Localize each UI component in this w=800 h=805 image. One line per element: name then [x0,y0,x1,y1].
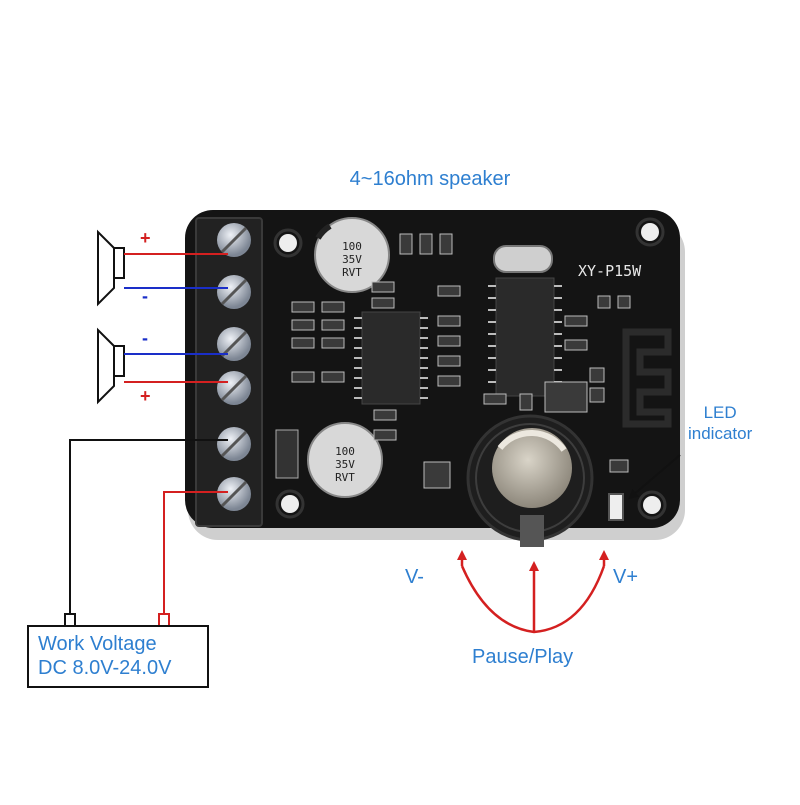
speaker2-minus-sign: - [142,328,148,348]
speaker1-minus-sign: - [142,286,148,306]
cap-top-text-2: 35V [342,253,362,266]
led [608,493,624,521]
smd-components [291,233,631,489]
rotary-knob-icon [466,414,594,547]
power-wire-negative [69,439,228,614]
speaker2-plus-sign: + [140,386,151,406]
speaker-icon [97,327,125,405]
work-voltage-box: Work Voltage DC 8.0V-24.0V [27,625,209,688]
pause-play-label: Pause/Play [472,646,574,668]
amplifier-chip [354,311,428,405]
led-label-line1: LED [703,403,737,422]
knob-control-arrows [457,550,609,634]
crystal-oscillator [493,245,553,273]
volume-up-label: V+ [613,566,639,588]
capacitor-bottom [307,422,383,498]
voltage-line2: DC 8.0V-24.0V [38,657,172,679]
mounting-holes [273,217,667,520]
bluetooth-chip [488,277,562,397]
cap-bottom-text-3: RVT [335,471,355,484]
speaker-spec-label: 4~16ohm speaker [349,168,511,190]
cap-bottom-text-1: 100 [335,445,355,458]
cap-top-text-1: 100 [342,240,362,253]
speaker1-plus-sign: + [140,228,151,248]
led-indicator-arrow [628,454,681,500]
led-indicator-label: LED indicator [688,402,752,444]
power-wire-positive [163,491,228,614]
cap-top-text-3: RVT [342,266,362,279]
voltage-line1: Work Voltage [38,633,157,655]
diode [275,429,299,479]
screw-terminal-icon [217,223,251,511]
capacitor-top [314,217,390,293]
cap-bottom-text-2: 35V [335,458,355,471]
board-model: XY-P15W [578,262,642,280]
led-label-line2: indicator [688,424,753,443]
pcb-antenna-icon [622,328,672,428]
volume-down-label: V- [405,566,424,588]
speaker-wires [124,253,228,383]
speaker-icon [97,229,125,307]
